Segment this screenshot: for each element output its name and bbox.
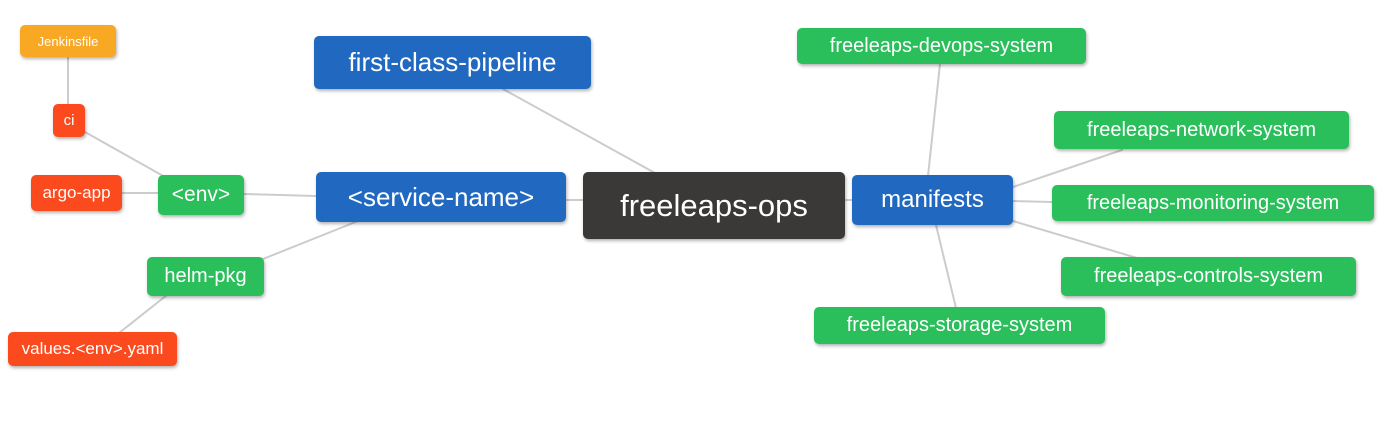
edge-manifests-network — [1012, 149, 1123, 188]
node-label: <service-name> — [347, 181, 535, 212]
edge-root-first-class-pipeline — [502, 88, 656, 174]
edge-service-name-helm-pkg — [262, 220, 359, 260]
node-values-env-yaml[interactable]: values.<env>.yaml — [8, 332, 177, 366]
node-label: <env> — [171, 183, 231, 206]
node-ci[interactable]: ci — [53, 104, 85, 137]
node-label: ci — [63, 112, 75, 129]
node-label: freeleaps-ops — [620, 187, 808, 223]
node-label: Jenkinsfile — [37, 33, 99, 49]
node-freeleaps-devops-system[interactable]: freeleaps-devops-system — [797, 28, 1086, 64]
node-freeleaps-ops[interactable]: freeleaps-ops — [583, 172, 845, 239]
node-freeleaps-monitoring-system[interactable]: freeleaps-monitoring-system — [1052, 185, 1374, 221]
node-label: freeleaps-controls-system — [1094, 265, 1323, 287]
node-helm-pkg[interactable]: helm-pkg — [147, 257, 264, 296]
node-label: freeleaps-network-system — [1087, 118, 1316, 141]
edge-env-ci — [84, 131, 166, 178]
edge-manifests-devops — [927, 63, 941, 177]
node-manifests[interactable]: manifests — [852, 175, 1013, 225]
edge-manifests-monitoring — [1012, 200, 1053, 203]
edge-helm-pkg-values — [118, 294, 168, 334]
node-label: helm-pkg — [164, 265, 247, 287]
node-argo-app[interactable]: argo-app — [31, 175, 122, 211]
node-label: first-class-pipeline — [348, 47, 557, 77]
node-label: freeleaps-devops-system — [829, 34, 1054, 57]
node-label: freeleaps-storage-system — [846, 314, 1073, 336]
node-jenkinsfile[interactable]: Jenkinsfile — [20, 25, 116, 57]
node-label: argo-app — [42, 183, 111, 202]
node-label: freeleaps-monitoring-system — [1086, 191, 1340, 214]
node-env[interactable]: <env> — [158, 175, 244, 215]
node-first-class-pipeline[interactable]: first-class-pipeline — [314, 36, 591, 89]
edge-service-name-env — [243, 193, 317, 197]
edge-manifests-controls — [1012, 220, 1138, 259]
node-label: manifests — [881, 186, 984, 213]
edge-manifests-storage — [935, 224, 957, 309]
node-freeleaps-network-system[interactable]: freeleaps-network-system — [1054, 111, 1349, 149]
node-freeleaps-controls-system[interactable]: freeleaps-controls-system — [1061, 257, 1356, 296]
node-service-name[interactable]: <service-name> — [316, 172, 566, 222]
node-label: values.<env>.yaml — [21, 339, 164, 358]
node-freeleaps-storage-system[interactable]: freeleaps-storage-system — [814, 307, 1105, 344]
